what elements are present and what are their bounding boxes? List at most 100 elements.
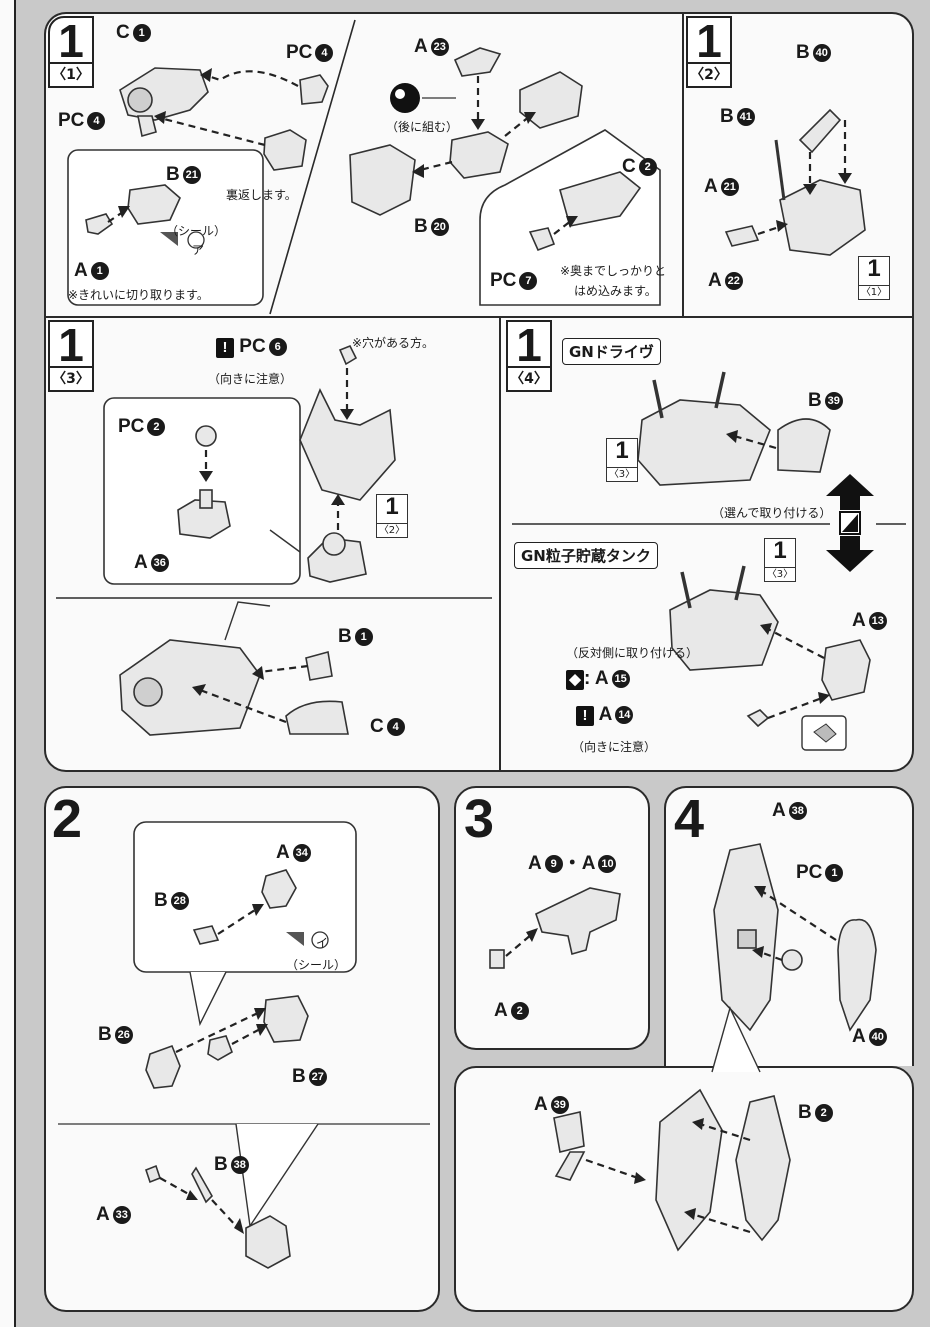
- label-text: A: [852, 1026, 866, 1047]
- substep-label: 〈4〉: [508, 366, 550, 390]
- step1-sub4-header: 1 〈4〉: [506, 319, 552, 392]
- circled-number: 2: [638, 158, 657, 176]
- label-text: B: [292, 1066, 306, 1087]
- label-text: A: [704, 176, 718, 197]
- label-text: B: [720, 106, 734, 127]
- label-text: PC: [796, 862, 823, 883]
- ref-step-1-3-a: 1 〈3〉: [606, 438, 638, 482]
- label-text: PC: [239, 336, 266, 357]
- label-text: PC: [118, 416, 145, 437]
- opposite-note: （反対側に取り付ける）: [566, 646, 699, 660]
- label-text: A: [134, 552, 148, 573]
- label-text: A: [534, 1094, 548, 1115]
- direction-note: （向きに注意）: [208, 372, 293, 386]
- step3-number: 3: [464, 789, 495, 849]
- step-number: 1: [58, 15, 84, 67]
- ref-step-1-2: 1 〈2〉: [376, 494, 408, 538]
- ref-sub: 〈2〉: [377, 523, 407, 536]
- sub1-illustration: [67, 47, 661, 306]
- separator: ・: [562, 853, 582, 874]
- circled-number: 10: [598, 855, 617, 873]
- label-text: B: [154, 890, 168, 911]
- ref-number: 1: [773, 537, 787, 564]
- circled-number: 33: [112, 1206, 131, 1224]
- circled-number: 21: [182, 166, 201, 184]
- label-text: A: [598, 704, 613, 725]
- ref-sub: 〈3〉: [765, 567, 795, 580]
- gn-tank-title: GN粒子貯蔵タンク: [514, 542, 658, 569]
- label-text: B: [214, 1154, 228, 1175]
- label-text: A: [852, 610, 866, 631]
- ref-step-1-3-b: 1 〈3〉: [764, 538, 796, 582]
- ref-step-1-1: 1 〈1〉: [858, 256, 890, 300]
- label-text: B: [338, 626, 352, 647]
- ref-sub: 〈3〉: [607, 467, 637, 480]
- step-number: 1: [58, 319, 84, 371]
- label-text: B: [798, 1102, 812, 1123]
- label-text: A: [494, 1000, 508, 1021]
- label-text: C: [116, 22, 130, 43]
- step1-sub2-header: 1 〈2〉: [686, 15, 732, 88]
- circled-number: 20: [430, 218, 449, 236]
- circled-number: 36: [150, 554, 169, 572]
- page-edge: [0, 0, 16, 1327]
- substep-label: 〈3〉: [50, 366, 92, 390]
- label-text: B: [796, 42, 810, 63]
- step2-number: 2: [52, 789, 83, 849]
- circled-number: 2: [814, 1104, 833, 1122]
- label-text: A: [96, 1204, 110, 1225]
- label-text: PC: [490, 270, 517, 291]
- circled-number: 2: [510, 1002, 529, 1020]
- substep-label: 〈1〉: [50, 62, 92, 86]
- circled-number: 22: [724, 272, 743, 290]
- ref-number: 1: [615, 437, 629, 464]
- sub3-illustration: [103, 344, 396, 736]
- ref-number: 1: [867, 255, 881, 282]
- circled-number: 1: [132, 24, 151, 42]
- swap-icon: ◆: [566, 670, 584, 690]
- choose-note: （選んで取り付ける）: [712, 506, 832, 520]
- step4-number: 4: [674, 789, 705, 849]
- sub4-illustration: [637, 371, 874, 751]
- label-text: B: [414, 216, 428, 237]
- label-text: PC: [58, 110, 85, 131]
- sub2-illustration: [724, 108, 866, 256]
- circled-number: 28: [170, 892, 189, 910]
- circled-number: 40: [868, 1028, 887, 1046]
- circled-number: 23: [430, 38, 449, 56]
- hole-note: ※穴がある方。: [352, 336, 435, 350]
- cut-note: ※きれいに切り取ります。: [68, 288, 209, 302]
- circled-number: 21: [720, 178, 739, 196]
- circled-number: 1: [90, 262, 109, 280]
- circled-number: 6: [268, 338, 287, 356]
- circled-number: 38: [788, 802, 807, 820]
- circled-number: 39: [824, 392, 843, 410]
- ref-number: 1: [385, 493, 399, 520]
- circled-number: 15: [611, 670, 630, 688]
- step1-sub3-header: 1 〈3〉: [48, 319, 94, 392]
- circled-number: 4: [315, 44, 334, 62]
